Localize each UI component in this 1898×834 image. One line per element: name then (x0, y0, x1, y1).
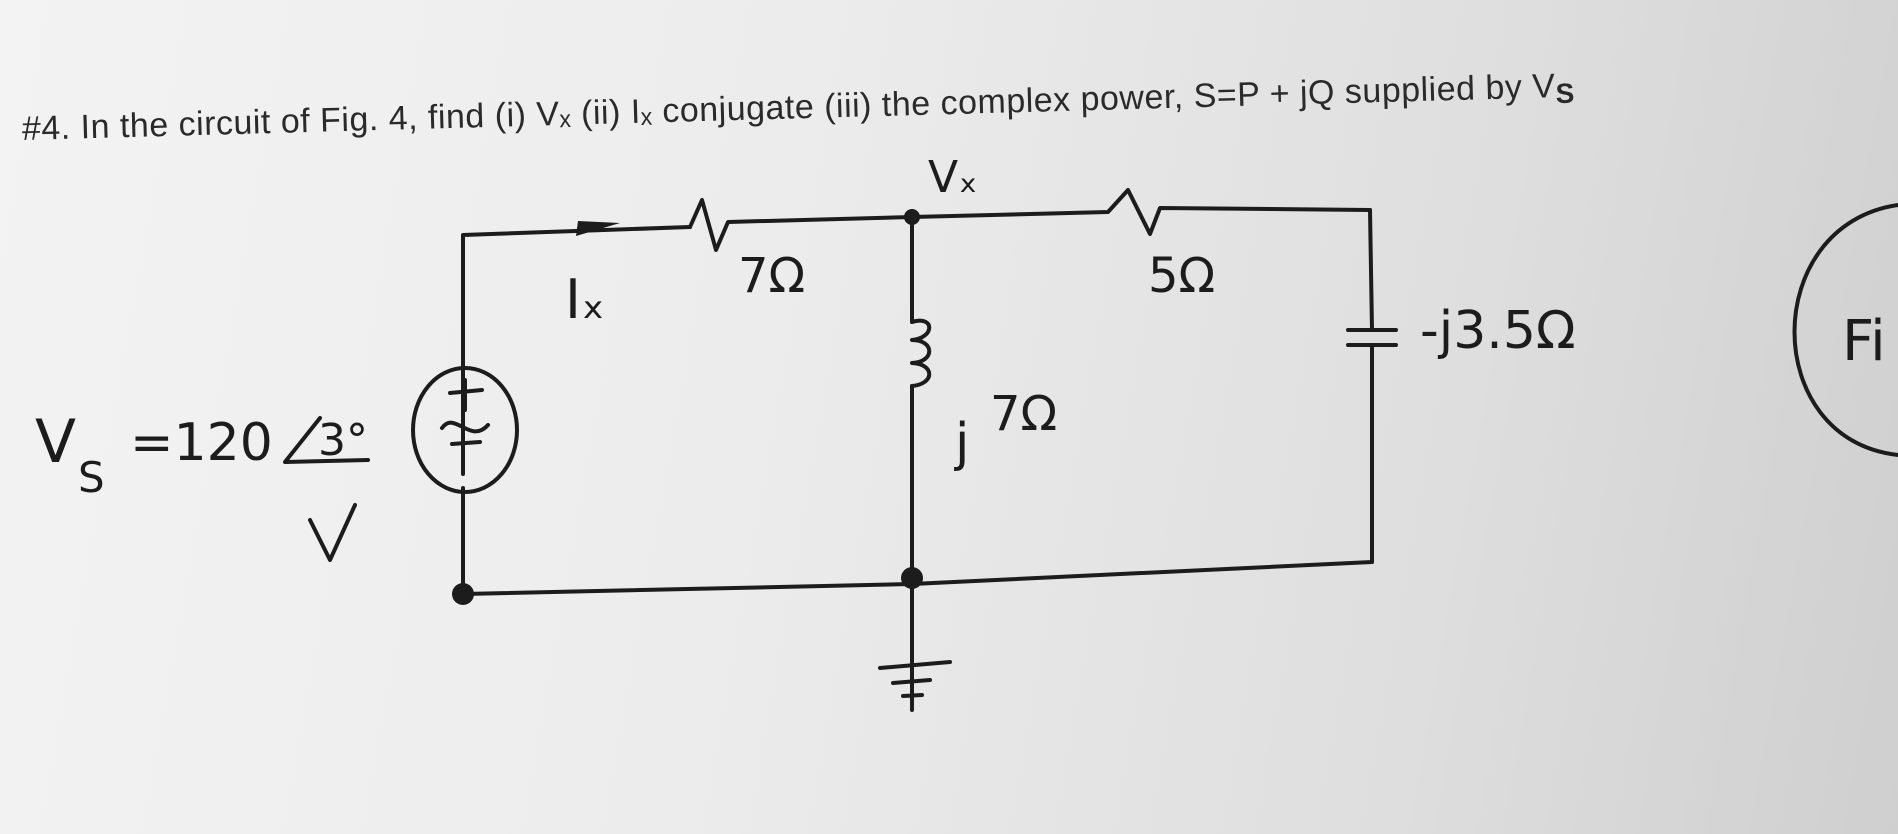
voltage-source (411, 366, 519, 494)
label-fig-fragment: Fi (1842, 309, 1886, 374)
minus-symbol (450, 440, 482, 446)
label-inductor-j: j (954, 413, 969, 473)
label-vs: V (35, 407, 76, 477)
resistor-5-ohm (910, 188, 1372, 236)
wire-top-left (461, 225, 692, 476)
resistor-7-ohm (688, 198, 914, 252)
wire-right (1368, 208, 1374, 332)
current-arrow (576, 221, 620, 236)
capacitor (1346, 328, 1398, 347)
check-mark (308, 503, 357, 562)
label-ix: Iₓ (565, 268, 605, 331)
tilde-symbol (440, 420, 490, 434)
label-resistor-7: 7Ω (738, 248, 805, 304)
ground-symbol (878, 660, 952, 712)
label-resistor-5: 5Ω (1148, 248, 1215, 304)
plus-symbol (448, 378, 484, 412)
label-vs-value: =120 (130, 413, 273, 473)
label-inductor-value: 7Ω (990, 386, 1057, 442)
label-vs-angle: 3° (318, 415, 368, 466)
node-bottom-left (452, 583, 474, 605)
node-vx (904, 209, 920, 225)
figure-label-circle (1792, 203, 1898, 457)
node-bottom-mid (901, 567, 923, 589)
label-vs-subscript: S (78, 453, 105, 502)
inductor-j7-ohm (910, 318, 932, 388)
label-capacitor: -j3.5Ω (1420, 301, 1576, 361)
label-vx: Vₓ (928, 152, 978, 203)
